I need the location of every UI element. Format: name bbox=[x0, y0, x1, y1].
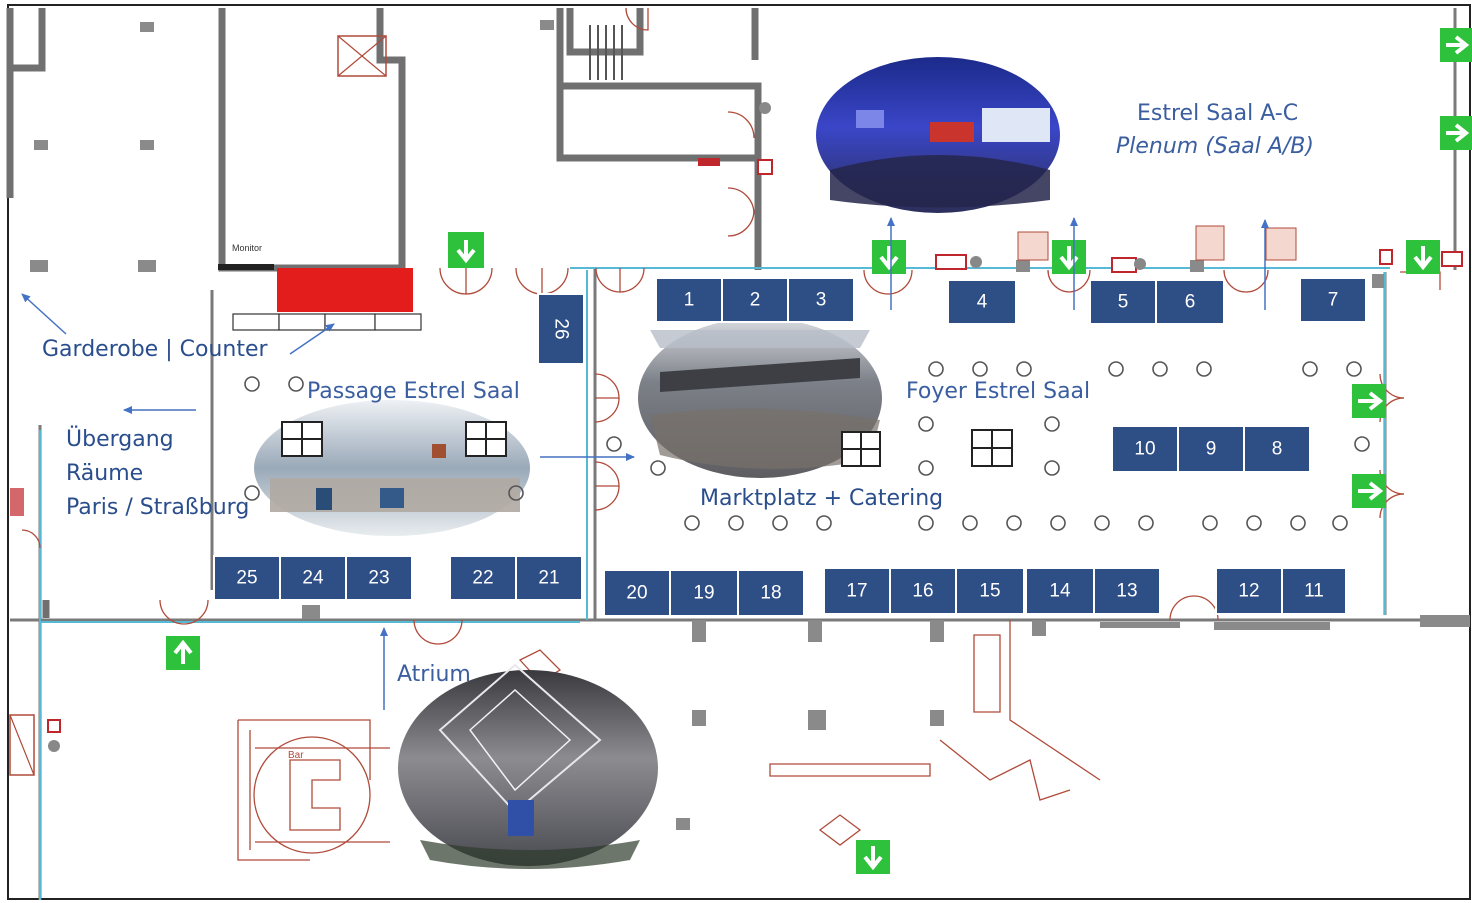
booth-15[interactable]: 15 bbox=[955, 567, 1025, 615]
exit-signs bbox=[166, 28, 1472, 874]
exit-arrow-down-icon bbox=[1052, 240, 1086, 274]
label-foyer: Foyer Estrel Saal bbox=[906, 379, 1090, 404]
exit-arrow-up-icon bbox=[166, 636, 200, 670]
booth-number: 19 bbox=[693, 583, 714, 604]
booth-3[interactable]: 3 bbox=[787, 277, 855, 323]
booth-number: 8 bbox=[1272, 439, 1283, 460]
booth-25[interactable]: 25 bbox=[213, 555, 281, 601]
photo-marktplatz bbox=[638, 318, 882, 478]
exit-arrow-right-icon bbox=[1440, 116, 1472, 150]
label-plenum: Plenum (Saal A/B) bbox=[1116, 134, 1314, 159]
plan-border bbox=[7, 4, 1471, 900]
booth-number: 11 bbox=[1304, 581, 1324, 602]
square-tables bbox=[281, 421, 1013, 467]
stairs bbox=[589, 25, 623, 80]
booth-number: 25 bbox=[236, 568, 257, 589]
door-arcs bbox=[21, 7, 1441, 861]
garderobe-counter-desk bbox=[277, 268, 413, 312]
booth-17[interactable]: 17 bbox=[823, 567, 891, 615]
booth-7[interactable]: 7 bbox=[1299, 277, 1367, 323]
chair-stacks bbox=[1017, 225, 1297, 261]
label-raeume: Räume bbox=[66, 461, 143, 486]
exit-arrow-right-icon bbox=[1352, 474, 1386, 508]
booth-number: 16 bbox=[912, 581, 933, 602]
booth-number: 5 bbox=[1118, 292, 1129, 313]
label-paris-strassburg: Paris / Straßburg bbox=[66, 495, 249, 520]
booth-number: 24 bbox=[302, 568, 324, 589]
booth-number: 14 bbox=[1049, 581, 1071, 602]
booths: 1 2 3 4 5 6 7 8 9 10 11 12 13 14 15 16 1… bbox=[213, 277, 1367, 617]
booth-18[interactable]: 18 bbox=[737, 569, 805, 617]
booth-4[interactable]: 4 bbox=[947, 279, 1017, 325]
exit-arrow-right-icon bbox=[1440, 28, 1472, 62]
booth-6[interactable]: 6 bbox=[1155, 279, 1225, 325]
booth-10[interactable]: 10 bbox=[1111, 425, 1179, 473]
monitor bbox=[218, 264, 274, 270]
booth-number: 23 bbox=[368, 568, 389, 589]
label-uebergang: Übergang bbox=[66, 426, 174, 452]
exit-arrow-right-icon bbox=[1352, 384, 1386, 418]
booth-number: 18 bbox=[760, 583, 781, 604]
booth-number: 26 bbox=[551, 318, 572, 339]
booth-number: 6 bbox=[1185, 292, 1196, 313]
booth-26[interactable]: 26 bbox=[537, 293, 585, 365]
booth-21[interactable]: 21 bbox=[515, 555, 583, 601]
label-bar: Bar bbox=[288, 750, 304, 761]
columns bbox=[30, 20, 1470, 830]
booth-number: 17 bbox=[846, 581, 867, 602]
glass-lines bbox=[39, 267, 1390, 900]
table-circles bbox=[244, 361, 1370, 531]
area-labels: Estrel Saal A-C Plenum (Saal A/B) Garder… bbox=[42, 101, 1314, 761]
elevator-shaft bbox=[9, 35, 387, 776]
photo-estrel-saal bbox=[816, 57, 1060, 213]
booth-number: 4 bbox=[977, 292, 988, 313]
booth-number: 22 bbox=[472, 568, 493, 589]
photo-passage bbox=[254, 400, 530, 536]
booth-1[interactable]: 1 bbox=[655, 277, 723, 323]
exit-arrow-down-icon bbox=[448, 232, 484, 268]
booth-9[interactable]: 9 bbox=[1177, 425, 1245, 473]
booth-12[interactable]: 12 bbox=[1215, 567, 1283, 615]
booth-number: 10 bbox=[1134, 439, 1155, 460]
exit-arrow-down-icon bbox=[872, 240, 906, 274]
booth-2[interactable]: 2 bbox=[721, 277, 789, 323]
garderobe-counter-segments bbox=[232, 313, 422, 331]
exit-arrow-down-icon bbox=[856, 840, 890, 874]
booth-14[interactable]: 14 bbox=[1025, 567, 1095, 615]
direction-arrows bbox=[21, 217, 1269, 710]
fire-equipment-icon bbox=[10, 102, 1463, 752]
booth-number: 20 bbox=[626, 583, 647, 604]
booth-20[interactable]: 20 bbox=[603, 569, 671, 617]
booth-number: 1 bbox=[684, 290, 695, 311]
booth-19[interactable]: 19 bbox=[669, 569, 739, 617]
photo-atrium bbox=[398, 663, 658, 869]
booth-13[interactable]: 13 bbox=[1093, 567, 1161, 615]
booth-number: 9 bbox=[1206, 439, 1217, 460]
monitor-label: Monitor bbox=[232, 243, 262, 253]
booth-number: 2 bbox=[750, 290, 761, 311]
label-estrel-saal: Estrel Saal A-C bbox=[1137, 101, 1298, 126]
booth-number: 21 bbox=[538, 568, 559, 589]
label-garderobe: Garderobe | Counter bbox=[42, 337, 268, 362]
booth-23[interactable]: 23 bbox=[345, 555, 413, 601]
booth-number: 12 bbox=[1238, 581, 1259, 602]
booth-number: 3 bbox=[816, 290, 827, 311]
booth-number: 13 bbox=[1116, 581, 1137, 602]
booth-5[interactable]: 5 bbox=[1089, 279, 1157, 325]
booth-number: 15 bbox=[979, 581, 1000, 602]
booth-24[interactable]: 24 bbox=[279, 555, 347, 601]
booth-11[interactable]: 11 bbox=[1281, 567, 1347, 615]
booth-16[interactable]: 16 bbox=[889, 567, 957, 615]
label-atrium: Atrium bbox=[397, 662, 471, 687]
label-passage: Passage Estrel Saal bbox=[307, 379, 520, 404]
label-marktplatz: Marktplatz + Catering bbox=[700, 486, 943, 511]
booth-8[interactable]: 8 bbox=[1243, 425, 1311, 473]
booth-number: 7 bbox=[1328, 290, 1339, 311]
exit-arrow-down-icon bbox=[1406, 240, 1440, 274]
booth-22[interactable]: 22 bbox=[449, 555, 517, 601]
